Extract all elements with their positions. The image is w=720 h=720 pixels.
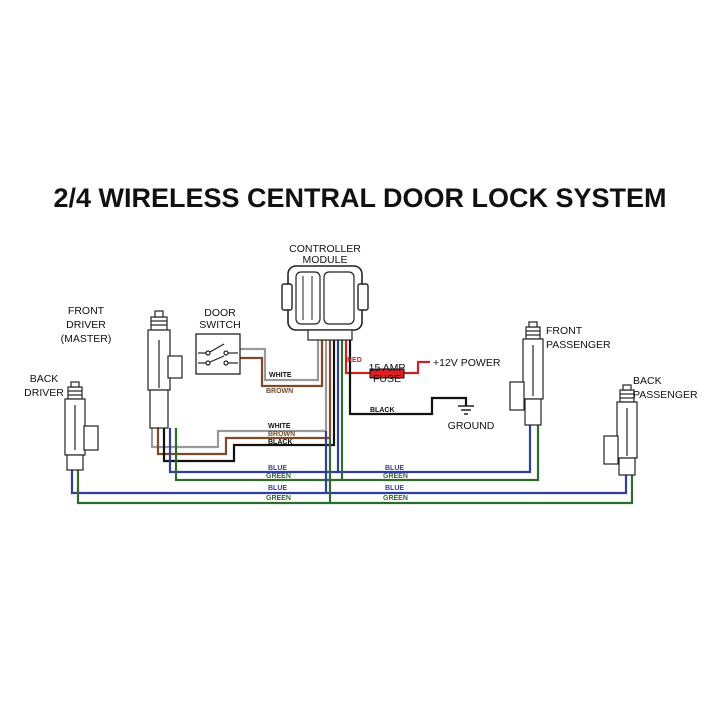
wire-red-power-out [404, 360, 430, 375]
door-switch [195, 333, 241, 375]
wire-white-actuator [150, 340, 328, 449]
controller-module [281, 265, 369, 341]
fuse-label-line2: FUSE [373, 373, 401, 385]
wire-brown-switch [240, 340, 324, 388]
wire-blue-front [336, 340, 532, 474]
front-driver-label-line2: DRIVER [66, 319, 106, 331]
wire-label-blue-3: BLUE [268, 485, 287, 492]
controller-label-line1: CONTROLLER [289, 243, 361, 255]
wire-brown-actuator [156, 340, 332, 456]
wire-label-green-1: GREEN [266, 473, 291, 480]
wire-label-brown-actuator: BROWN [268, 431, 295, 438]
wire-black-ground [348, 340, 468, 416]
back-passenger-label-line2: PASSENGER [633, 389, 698, 401]
ground-label: GROUND [448, 420, 495, 432]
ground-symbol [458, 405, 474, 415]
wire-black-actuator [162, 340, 336, 463]
wire-green-front [340, 340, 540, 482]
wire-white-switch [240, 340, 320, 382]
wire-label-blue-2: BLUE [385, 465, 404, 472]
controller-label-line2: MODULE [303, 254, 348, 266]
wire-label-green-2: GREEN [383, 473, 408, 480]
back-driver-actuator [64, 381, 99, 471]
wire-label-black: BLACK [370, 407, 395, 414]
wire-label-white-actuator: WHITE [268, 423, 291, 430]
back-passenger-actuator [603, 384, 638, 476]
back-driver-label-line2: DRIVER [24, 387, 64, 399]
front-driver-label-line1: FRONT [68, 305, 105, 317]
wire-green-back [76, 470, 634, 505]
wire-green-driver-link [174, 428, 342, 482]
wire-label-brown-switch: BROWN [266, 388, 293, 395]
door-switch-label-line1: DOOR [204, 307, 236, 319]
back-passenger-label-line1: BACK [633, 375, 662, 387]
back-driver-label-line1: BACK [30, 373, 59, 385]
wire-label-red: RED [347, 357, 362, 364]
front-passenger-label-line2: PASSENGER [546, 339, 611, 351]
wire-blue-back [70, 470, 628, 495]
wire-label-blue-4: BLUE [385, 485, 404, 492]
wire-blue-driver-link [168, 428, 338, 474]
wire-label-green-3: GREEN [266, 495, 291, 502]
wire-label-blue-1: BLUE [268, 465, 287, 472]
power-label: +12V POWER [433, 357, 501, 369]
door-switch-label-line2: SWITCH [199, 319, 240, 331]
fuse [369, 368, 405, 379]
front-driver-label-line3: (MASTER) [61, 333, 112, 345]
front-driver-actuator [147, 310, 183, 429]
wire-red-power [344, 340, 370, 375]
fuse-label-line1: 15 AMP [369, 362, 406, 374]
wire-label-green-4: GREEN [383, 495, 408, 502]
wire-label-black-actuator: BLACK [268, 439, 293, 446]
front-passenger-actuator [509, 321, 544, 426]
wire-label-white-switch: WHITE [269, 372, 292, 379]
diagram-title: 2/4 WIRELESS CENTRAL DOOR LOCK SYSTEM [53, 183, 666, 213]
front-passenger-label-line1: FRONT [546, 325, 583, 337]
